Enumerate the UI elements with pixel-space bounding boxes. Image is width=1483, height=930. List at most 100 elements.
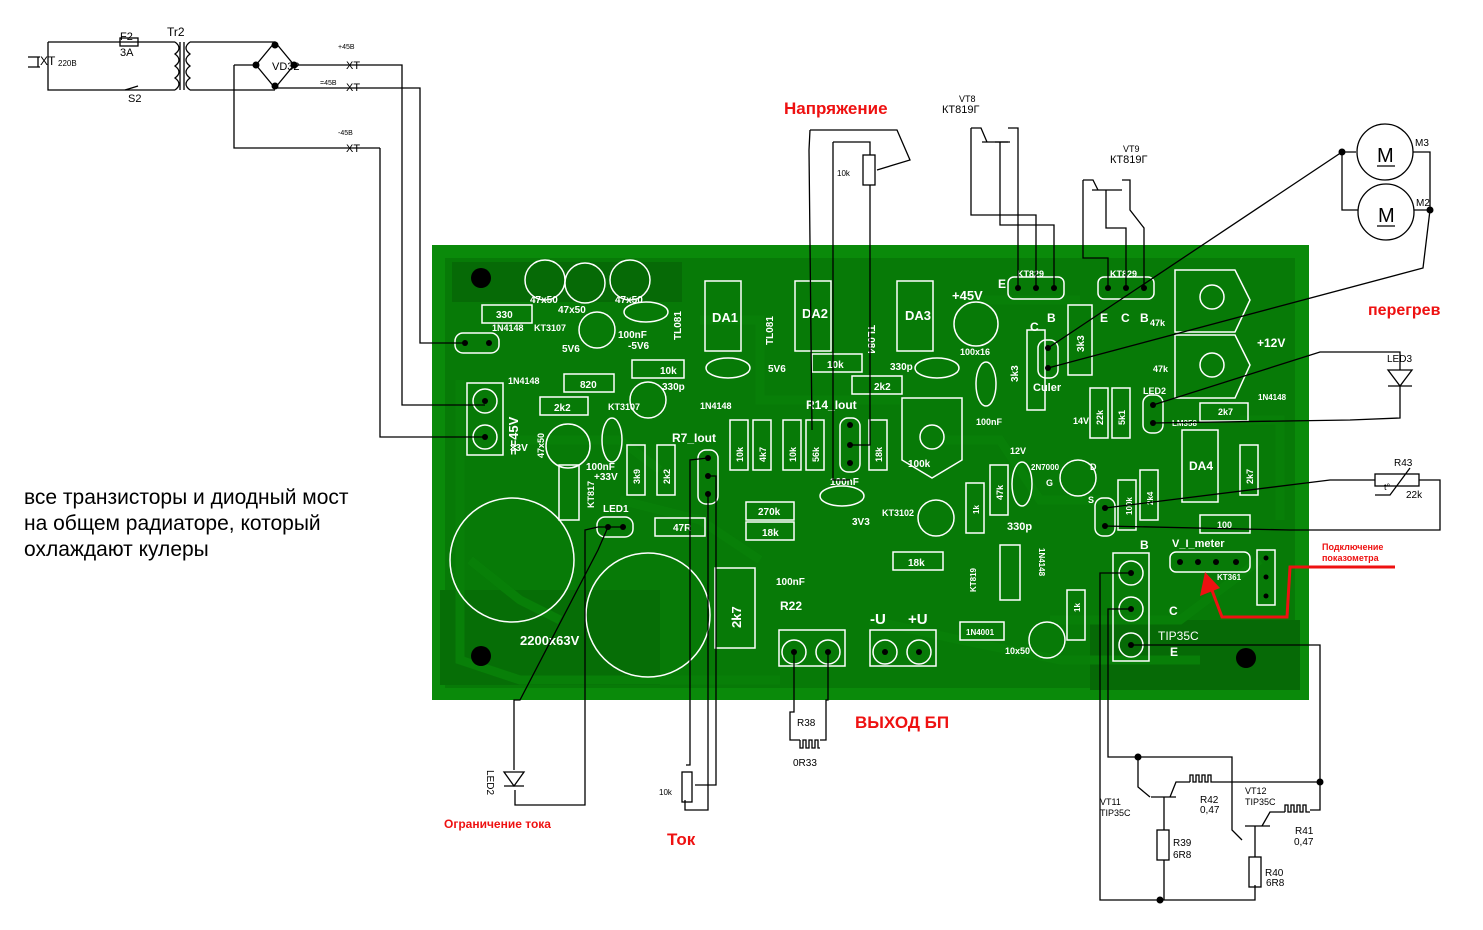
resistor-outline [1111, 387, 1131, 439]
voltage-pot-body [862, 154, 876, 186]
label-cap-47x50: 47x50 [615, 295, 643, 306]
label-pot: 100k [908, 459, 931, 470]
label-rail-xt: XT [346, 82, 360, 94]
current-pot-body [681, 771, 693, 803]
schematic-labels: XT 220В F2 3A S2 Tr2 VD32 +45В XT =45В X… [40, 25, 1430, 889]
led3-wire [1152, 351, 1401, 406]
label-pin: E [1170, 645, 1178, 659]
label-resistor: 100 [1217, 520, 1232, 530]
label-rail: +45В [338, 44, 355, 51]
note-line: все транзисторы и диодный мост [24, 486, 349, 509]
label-transistor: KT819 [969, 567, 978, 592]
label-vt12-type: TIP35C [1245, 797, 1276, 807]
fan-wire [1047, 209, 1431, 369]
r40-body [1248, 856, 1262, 888]
terminal-outline [1112, 552, 1150, 662]
label-resistor: 18k [908, 558, 925, 569]
vt12-symbol [1245, 825, 1270, 857]
label-resistor: 3k3 [1076, 335, 1087, 352]
resistor-outline [1117, 479, 1137, 531]
label-current-pot: 10k [659, 788, 673, 797]
r43-wire [1104, 479, 1375, 509]
label-cap: 10x50 [1005, 646, 1030, 656]
vt12-emitter [1261, 811, 1285, 827]
label-plus-u: +U [908, 611, 928, 628]
label-cooler: Culer [1033, 382, 1062, 394]
label-transistor: KT3102 [882, 508, 914, 518]
resistor-outline [714, 567, 756, 649]
label-resistor: 2k7 [729, 606, 744, 628]
label-transistor: KT361 [1217, 573, 1242, 582]
resistor-outline [811, 353, 863, 373]
label-transistor: KT817 [586, 481, 596, 508]
fuse-symbol [119, 37, 139, 47]
fan-m2-icon [1357, 183, 1415, 241]
label-ic: TL081 [765, 316, 776, 345]
label-zener: 5V6 [562, 344, 580, 355]
pin-header [1094, 497, 1116, 537]
label-led: LED1 [603, 504, 629, 515]
label-r38: R38 [797, 718, 816, 729]
label-cap-47x50: 47x50 [558, 305, 586, 316]
transformer-core [179, 42, 185, 90]
label-rail: -45В [338, 130, 353, 137]
secondary-wire [190, 41, 275, 91]
label-cap: 100x16 [960, 347, 990, 357]
label-resistor: 10k [735, 446, 745, 462]
annotation-current-limit: Ограничение тока [444, 817, 551, 831]
label-resistor: 10k [788, 446, 798, 462]
pot-knob [1199, 284, 1225, 310]
heatsink-note: все транзисторы и диодный мост на общем … [24, 485, 349, 563]
r41-body [1284, 804, 1310, 813]
label-resistor: 100k [1125, 497, 1134, 515]
label-diode: 1N4148 [1037, 548, 1046, 577]
note-line: охлаждают кулеры [24, 538, 209, 561]
plus45-wire [294, 64, 485, 406]
mains-wire [47, 41, 175, 91]
voltage-pot-wire [850, 185, 871, 446]
r43-body [1374, 473, 1420, 487]
current-pot-wire [686, 457, 709, 766]
label-diode: 1N4148 [492, 323, 524, 333]
annotation-overheat: перегрев [1368, 302, 1441, 319]
label-mains-xt: XT [40, 54, 56, 68]
mid45-wire [275, 87, 465, 344]
junction-dots [252, 41, 1434, 904]
led2-wire [513, 526, 609, 770]
label-transformer: Tr2 [167, 25, 185, 39]
label-pin: S [1088, 495, 1094, 505]
capacitor-outline [705, 357, 751, 379]
transistor-outline [558, 464, 580, 521]
fan-motors [1356, 123, 1415, 241]
label-ic: DA2 [802, 306, 828, 321]
label-resistor: 18k [874, 446, 884, 462]
label-transistor: KT3107 [534, 323, 566, 333]
label-resistor: 1k [1073, 603, 1082, 612]
label-r43-temp: t° [1384, 482, 1391, 492]
label-zener: 3V3 [852, 517, 870, 528]
label-vt9: VT9 [1123, 144, 1140, 154]
label-r38-value: 0R33 [793, 758, 817, 769]
label-r330: 330 [496, 310, 513, 321]
label-zener: -5V6 [628, 341, 650, 352]
label-transistor: KT829 [1110, 269, 1137, 279]
r39-body [1156, 829, 1170, 861]
current-pot-wire [695, 475, 717, 786]
label-led3: LED3 [1387, 354, 1412, 365]
resistor-outline [1066, 589, 1086, 641]
label-r39: R39 [1173, 838, 1192, 849]
label-45v-rail: +45V [952, 288, 983, 303]
capacitor-outline [953, 301, 999, 347]
fan-wire [1413, 151, 1431, 211]
transformer-secondary [185, 41, 192, 91]
resistor-outline [563, 373, 615, 393]
current-pot-wire [684, 494, 709, 811]
label-ic: TL081 [673, 311, 684, 340]
label-pot: 47k [1150, 318, 1166, 328]
label-r40: R40 [1265, 868, 1284, 879]
transistor-outline [1059, 459, 1097, 497]
label-pin: E [1100, 311, 1108, 325]
capacitor-outline [545, 423, 591, 469]
label-r7: R7_Iout [672, 431, 716, 445]
